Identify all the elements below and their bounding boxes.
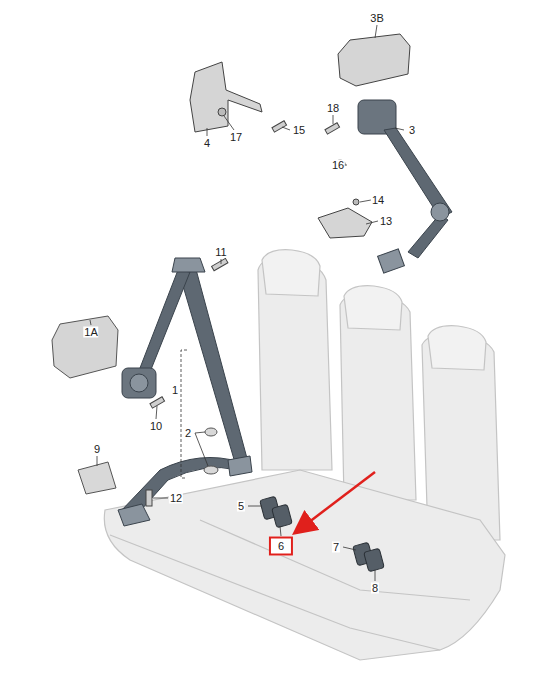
callout-number: 18 xyxy=(326,103,340,114)
callout-number: 1A xyxy=(83,327,98,338)
callout-number: 10 xyxy=(149,421,163,432)
callout-number: 8 xyxy=(371,583,379,594)
trim-cover xyxy=(52,316,118,378)
highlight-box: 6 xyxy=(269,537,293,556)
callout-number: 14 xyxy=(371,195,385,206)
callout-number: 7 xyxy=(332,542,340,553)
callout-number: 6 xyxy=(278,540,284,552)
callout-number: 9 xyxy=(93,444,101,455)
callout-number: 1 xyxy=(171,385,179,396)
callout-number: 16 xyxy=(331,160,345,171)
callout-number: 4 xyxy=(203,138,211,149)
callout-number: 3 xyxy=(408,125,416,136)
callout-number: 5 xyxy=(237,501,245,512)
callout-number: 17 xyxy=(229,132,243,143)
callout-number: 12 xyxy=(169,493,183,504)
callout-number: 2 xyxy=(184,428,192,439)
callout-number: 11 xyxy=(214,247,227,258)
callout-number: 15 xyxy=(292,125,306,136)
callout-number: 3B xyxy=(369,13,384,24)
callout-number: 13 xyxy=(379,216,393,227)
pointer-arrow xyxy=(296,472,375,532)
